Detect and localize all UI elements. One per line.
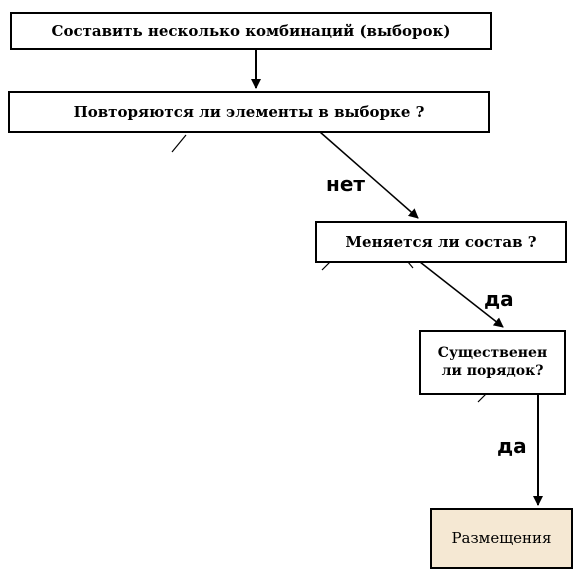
edge-label-no: нет	[326, 172, 365, 196]
edge-composition-to-order	[419, 261, 504, 328]
edge-stub-composition-left	[321, 261, 331, 271]
node-order-matters: Существенен ли порядок?	[419, 330, 566, 395]
edge-label-yes-composition: да	[484, 287, 514, 311]
edge-stub-composition-right	[407, 261, 414, 269]
node-make-combinations-label: Составить несколько комбинаций (выборок)	[51, 21, 451, 40]
node-make-combinations: Составить несколько комбинаций (выборок)	[10, 12, 492, 50]
edge-stub-order-left	[477, 393, 487, 403]
edge-stub-repeat-left	[171, 134, 187, 153]
edge-label-yes-order: да	[497, 434, 527, 458]
node-order-matters-label: Существенен ли порядок?	[437, 345, 548, 379]
edge-repeat-to-composition	[319, 131, 419, 219]
node-placements: Размещения	[430, 508, 573, 569]
node-placements-label: Размещения	[451, 529, 552, 548]
node-elements-repeat-label: Повторяются ли элементы в выборке ?	[73, 102, 425, 121]
node-composition-changes: Меняется ли состав ?	[315, 221, 567, 263]
node-composition-changes-label: Меняется ли состав ?	[345, 232, 537, 251]
node-elements-repeat: Повторяются ли элементы в выборке ?	[8, 91, 490, 133]
